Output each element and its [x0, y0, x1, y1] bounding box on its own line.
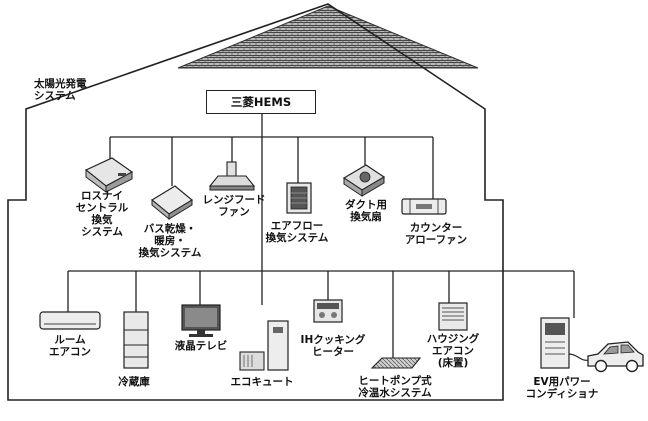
appliance-label-ih-cooking: IHクッキング ヒーター [300, 334, 366, 358]
counter-fan-icon [401, 198, 447, 215]
room-ac-icon [39, 311, 101, 330]
appliance-label-fridge: 冷蔵庫 [118, 376, 150, 388]
ventilation-label-counter-fan: カウンター アローファン [404, 222, 468, 246]
appliance-label-ev-conditioner: EV用パワー コンディショナ [525, 376, 599, 400]
ev-power-conditioner-icon [540, 317, 591, 369]
losnay-unit-icon [84, 157, 134, 193]
house-outline [7, 3, 504, 401]
ventilation-label-airflow: エアフロー 換気システム [265, 220, 329, 244]
ecocute-icon [239, 320, 289, 371]
ventilation-label-losnay: ロスナイ セントラル 換気 システム [75, 190, 129, 238]
refrigerator-icon [123, 311, 149, 369]
floor-heating-panel-icon [370, 357, 422, 369]
duct-fan-icon [342, 164, 386, 197]
appliance-label-lcd-tv: 液晶テレビ [174, 340, 228, 352]
bath-dryer-icon [150, 185, 194, 221]
appliance-label-room-ac: ルーム エアコン [49, 334, 91, 358]
appliance-label-heat-pump: ヒートポンプ式 冷温水システム [358, 375, 432, 399]
ih-cooking-icon [313, 299, 343, 323]
airflow-unit-icon [286, 182, 312, 214]
ventilation-label-bath-dryer: バス乾燥・ 暖房・ 換気システム [138, 223, 202, 259]
range-hood-icon [208, 161, 256, 191]
housing-ac-icon [438, 302, 468, 331]
hems-controller: 三菱HEMS [206, 90, 316, 114]
ventilation-label-duct-fan: ダクト用 換気扇 [345, 199, 387, 223]
electric-car-icon [587, 341, 644, 373]
hems-label: 三菱HEMS [230, 95, 292, 109]
appliance-label-ecocute: エコキュート [230, 376, 294, 388]
appliance-label-housing-ac: ハウジング エアコン (床置) [426, 333, 480, 369]
ventilation-label-range-hood: レンジフード ファン [202, 194, 266, 218]
lcd-tv-icon [181, 304, 221, 337]
solar-roof [177, 5, 479, 69]
solar-label: 太陽光発電 システム [34, 78, 87, 102]
